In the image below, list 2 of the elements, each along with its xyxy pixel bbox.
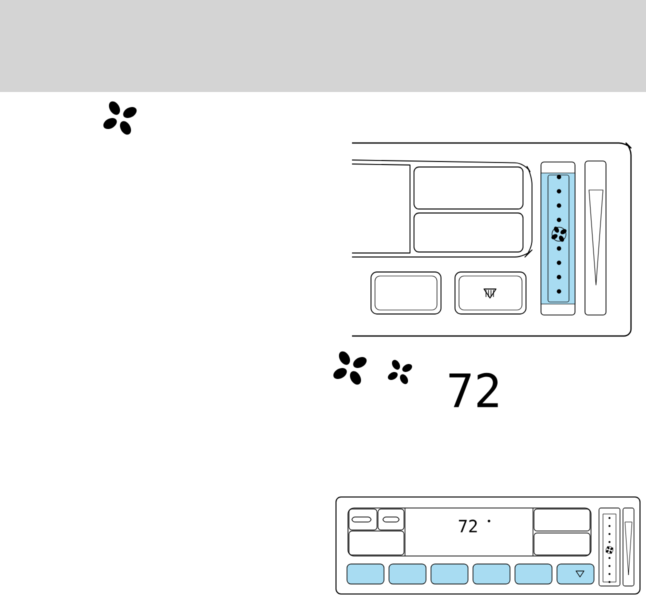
display-readout: 72: [458, 520, 477, 532]
display-readout: 72: [449, 372, 498, 408]
